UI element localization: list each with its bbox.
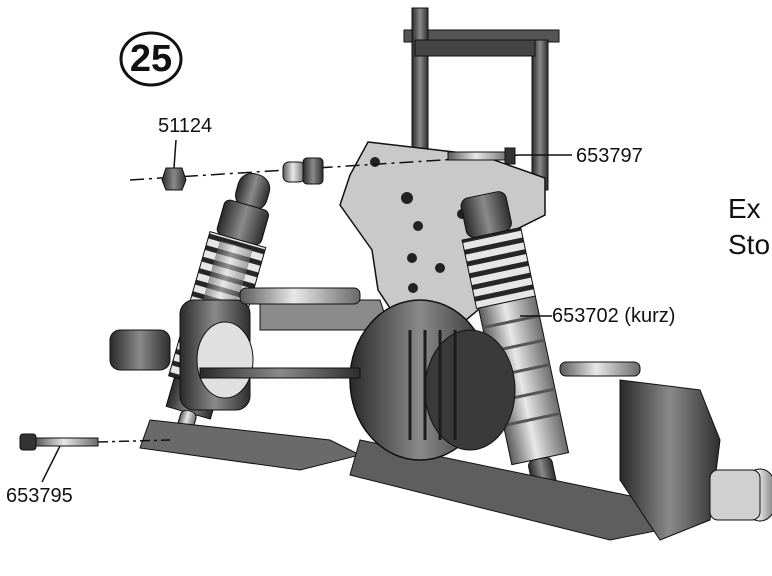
label-nut: 51124 <box>158 115 213 137</box>
label-bottom-screw: 653795 <box>6 485 73 507</box>
ball-stud-part <box>282 157 324 185</box>
step-number-badge: 25 <box>118 30 184 88</box>
label-top-screw: 653797 <box>576 145 643 167</box>
bottom-screw-part <box>19 433 171 483</box>
right-shock-absorber <box>460 191 570 491</box>
step-circle-icon <box>119 31 183 87</box>
top-screw-part <box>447 147 516 165</box>
side-text-line1: Ex <box>728 193 761 224</box>
turnbuckles <box>199 287 641 379</box>
nut-part <box>161 139 187 191</box>
lower-suspension-arms <box>139 299 661 541</box>
left-hub-carrier <box>109 299 254 411</box>
differential-housing <box>349 299 516 461</box>
label-shock-short: 653702 (kurz) <box>552 305 676 327</box>
right-hub-carrier <box>619 379 772 541</box>
step-number: 25 <box>129 37 173 80</box>
body-mount-post <box>403 7 560 191</box>
side-text-line2: Sto <box>728 229 771 260</box>
